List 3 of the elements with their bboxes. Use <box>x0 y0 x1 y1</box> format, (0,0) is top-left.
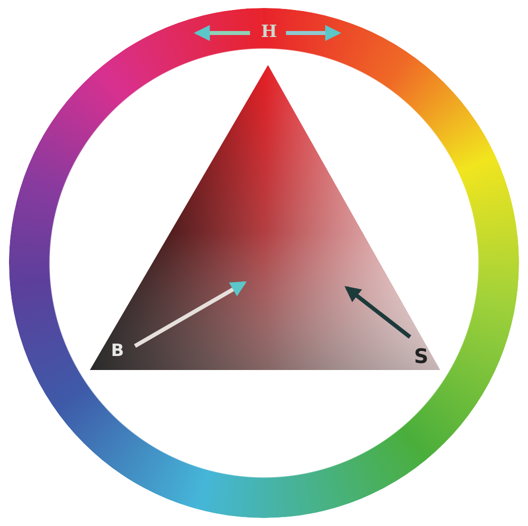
saturation-label: S <box>414 346 428 366</box>
hue-label: H <box>261 24 278 41</box>
brightness-label: B <box>111 343 124 360</box>
